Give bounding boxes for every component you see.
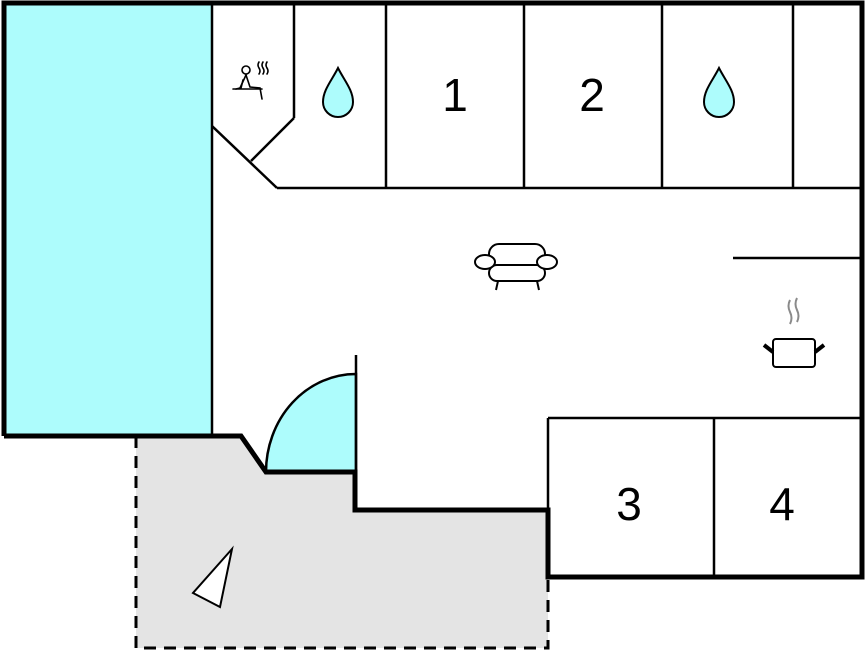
room-label-2: 2 [579, 69, 605, 121]
terrace [134, 436, 550, 650]
water-drop-icon [321, 65, 355, 118]
room-label-1: 1 [442, 69, 468, 121]
room-label-4: 4 [769, 478, 795, 530]
exterior-walls [1, 0, 865, 580]
cooking-pot-icon [762, 297, 826, 368]
interior-walls [210, 4, 862, 577]
compass-arrow-icon [191, 545, 234, 609]
room-label-3: 3 [616, 478, 642, 530]
entrance-door[interactable] [264, 372, 358, 474]
pool [4, 4, 212, 436]
water-drop-icon [702, 65, 736, 118]
sauna-icon [232, 61, 269, 100]
sofa-icon [474, 243, 558, 291]
